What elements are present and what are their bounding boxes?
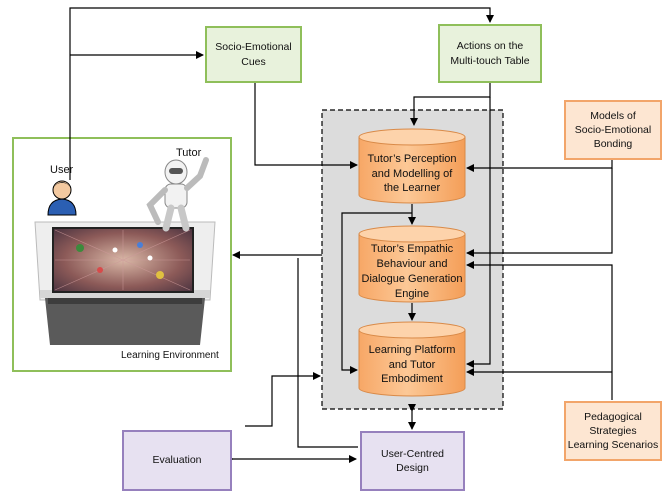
socio-emotional-cues-label: Socio-Emotional Cues <box>215 41 292 68</box>
arrow-evaluation-to-core <box>245 372 321 427</box>
actions-table-box: Actions on the Multi-touch Table <box>438 24 542 83</box>
multi-touch-table-illustration <box>34 221 216 345</box>
evaluation-box: Evaluation <box>122 430 232 491</box>
arrow-actions-to-perception <box>410 83 491 126</box>
robot-tutor-icon <box>146 157 209 232</box>
models-bonding-box: Models of Socio-Emotional Bonding <box>564 100 662 160</box>
user-centred-design-label: User-Centred Design <box>380 447 445 474</box>
pedagogical-label: Pedagogical Strategies Learning Scenario… <box>567 410 659 452</box>
evaluation-label: Evaluation <box>152 454 202 467</box>
arrow-user-to-actions <box>69 7 494 180</box>
learning-environment-label: Learning Environment <box>121 350 219 361</box>
empathic-label: Tutor’s Empathic Behaviour and Dialogue … <box>361 243 463 300</box>
user-icon <box>47 180 77 216</box>
arrow-models-to-empathic <box>466 168 613 257</box>
arrow-actions-to-platform <box>466 97 491 368</box>
pedagogical-box: Pedagogical Strategies Learning Scenario… <box>564 401 662 461</box>
user-centred-design-box: User-Centred Design <box>360 431 465 491</box>
actions-table-label: Actions on the Multi-touch Table <box>450 40 530 67</box>
perception-label: Tutor’s Perception and Modelling of the … <box>367 152 457 195</box>
arrow-pedagogical-to-empathic <box>466 261 613 400</box>
arrow-perception-to-platform <box>341 212 412 374</box>
arrow-cues-to-perception <box>254 83 358 169</box>
user-label: User <box>50 164 74 176</box>
models-bonding-label: Models of Socio-Emotional Bonding <box>574 109 652 151</box>
perception-cylinder <box>358 128 466 204</box>
socio-emotional-cues-box: Socio-Emotional Cues <box>205 26 302 83</box>
tutor-label: Tutor <box>176 147 202 159</box>
empathic-cylinder <box>358 225 466 303</box>
arrow-design-to-environment <box>297 258 358 448</box>
platform-label: Learning Platform and Tutor Embodiment <box>368 343 456 386</box>
platform-cylinder <box>358 321 466 397</box>
